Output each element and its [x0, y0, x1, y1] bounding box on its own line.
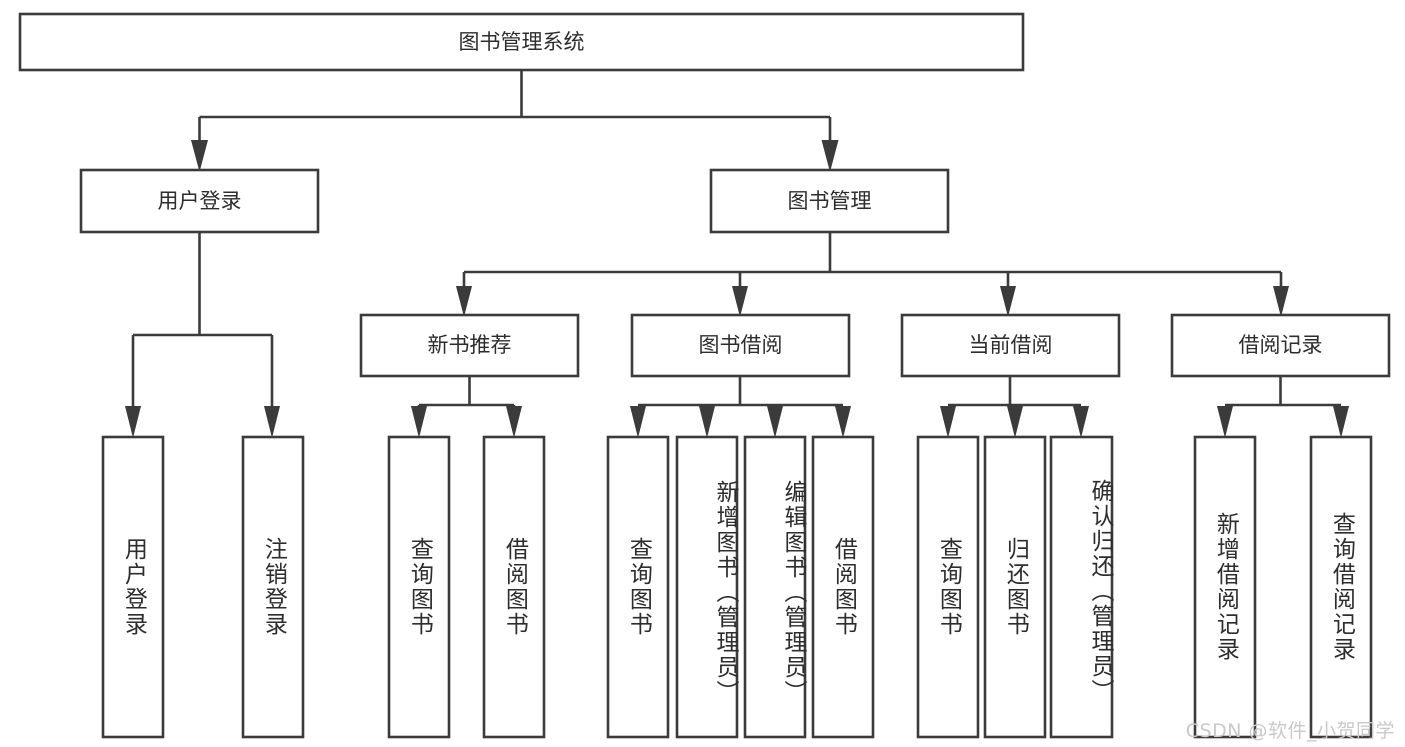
node-current-borrow-label: 当前借阅 [969, 333, 1053, 357]
arrowhead-current-borrow [1000, 286, 1016, 317]
csdn-watermark: CSDN @软件_小贺同学 [1185, 720, 1395, 742]
arrowhead-leaf-add-book-admin [699, 406, 715, 438]
node-book-borrow-box[interactable] [630, 313, 851, 378]
arrowhead-leaf-borrow-book-rec [506, 406, 522, 438]
node-borrow-record-box[interactable] [1170, 313, 1391, 378]
leaf-borrow-book-rec-box[interactable] [482, 435, 546, 739]
arrowhead-leaf-user-login [125, 406, 141, 438]
arrowhead-leaf-edit-book-admin [767, 406, 783, 438]
leaf-borrow-book-box[interactable] [811, 435, 875, 739]
arrowhead-leaf-confirm-return-admin [1073, 406, 1089, 438]
leaf-add-book-admin-box[interactable] [675, 435, 739, 739]
node-borrow-record[interactable]: 借阅记录 [1170, 313, 1391, 378]
node-root[interactable]: 图书管理系统 [18, 12, 1025, 72]
node-root-box[interactable] [18, 12, 1025, 72]
connector-group-newbook-to-leaves [411, 376, 522, 438]
connector-group-currentborrow-to-leaves [940, 376, 1089, 438]
arrowhead-leaf-add-borrow-record [1217, 406, 1233, 438]
leaf-edit-book-admin-box[interactable] [743, 435, 807, 739]
node-new-book-recommend-box[interactable] [359, 313, 580, 378]
leaf-query-borrow-record-box[interactable] [1309, 435, 1373, 739]
connector-group-bookborrow-to-leaves [630, 376, 851, 438]
connector-group-root-to-level2 [191, 70, 839, 172]
arrowhead-leaf-logout [264, 406, 280, 438]
arrowhead-leaf-query-borrow-record [1333, 406, 1349, 438]
arrowhead-leaf-borrow-book [835, 406, 851, 438]
node-root-label: 图书管理系统 [459, 30, 585, 54]
arrowhead-book-borrow [732, 286, 748, 317]
arrowhead-leaf-query-book-rec [411, 406, 427, 438]
node-book-manage-label: 图书管理 [788, 189, 872, 213]
leaf-query-book-rec-box[interactable] [387, 435, 451, 739]
arrowhead-user-login [191, 140, 208, 172]
node-current-borrow-box[interactable] [900, 313, 1121, 378]
arrowhead-leaf-query-book-borrow [630, 406, 646, 438]
node-borrow-record-label: 借阅记录 [1239, 333, 1323, 357]
node-book-manage-box[interactable] [709, 168, 950, 234]
arrowhead-leaf-query-book-cur [940, 406, 956, 438]
node-book-manage[interactable]: 图书管理 [709, 168, 950, 234]
arrowhead-leaf-return-book [1007, 406, 1023, 438]
leaf-boxes-group [101, 435, 1373, 739]
arrowhead-book-manage [821, 140, 839, 172]
arrowhead-borrow-record [1273, 286, 1289, 317]
leaf-logout-box[interactable] [241, 435, 305, 739]
leaf-user-login-box[interactable] [101, 435, 165, 739]
leaf-confirm-return-admin-box[interactable] [1049, 435, 1114, 739]
arrowhead-new-book-recommend [456, 286, 472, 317]
leaf-return-book-box[interactable] [983, 435, 1047, 739]
node-new-book-recommend[interactable]: 新书推荐 [359, 313, 580, 378]
node-book-borrow[interactable]: 图书借阅 [630, 313, 851, 378]
node-new-book-recommend-label: 新书推荐 [428, 333, 512, 357]
leaf-query-book-cur-box[interactable] [916, 435, 980, 739]
connector-group-bookmanage-to-level3 [456, 232, 1289, 317]
connector-group-userlogin-to-leaves [125, 232, 280, 438]
node-user-login[interactable]: 用户登录 [79, 168, 320, 234]
node-book-borrow-label: 图书借阅 [699, 333, 783, 357]
node-user-login-label: 用户登录 [158, 189, 242, 213]
leaf-query-book-borrow-box[interactable] [606, 435, 670, 739]
node-user-login-box[interactable] [79, 168, 320, 234]
connector-group-borrowrecord-to-leaves [1217, 376, 1349, 438]
node-current-borrow[interactable]: 当前借阅 [900, 313, 1121, 378]
leaf-add-borrow-record-box[interactable] [1193, 435, 1257, 739]
